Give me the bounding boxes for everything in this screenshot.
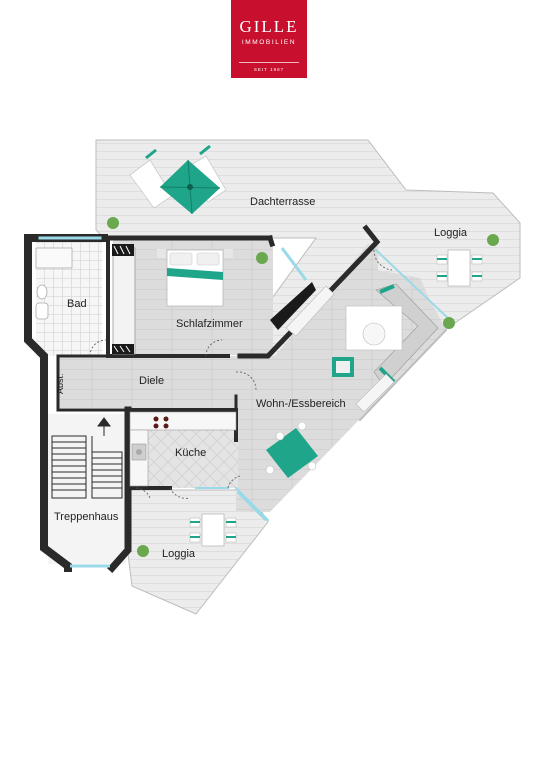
label-kueche: Küche: [175, 447, 206, 459]
label-schlafzimmer: Schlafzimmer: [176, 318, 243, 330]
logo-subtitle: IMMOBILIEN: [241, 39, 297, 46]
loggia-s-table: [189, 513, 237, 547]
label-wohn: Wohn-/Essbereich: [256, 398, 346, 410]
bathroom-fixtures: [35, 247, 73, 320]
logo-divider: [239, 62, 299, 63]
parasol-icon: [159, 159, 221, 215]
label-bad: Bad: [67, 298, 87, 310]
wardrobe: [112, 244, 136, 355]
label-diele: Diele: [139, 375, 164, 387]
dining-table: [265, 421, 318, 478]
room-labels: Dachterrasse Loggia Bad Schlafzimmer Abs…: [54, 196, 468, 560]
built-in-shelf: [270, 282, 335, 337]
kitchen-counter: [129, 411, 237, 487]
logo-name: GILLE: [239, 17, 299, 36]
loggia-ne-table: [436, 249, 483, 287]
staircase: [51, 417, 123, 499]
plant-icons: [107, 217, 499, 557]
sideboard: [355, 373, 395, 413]
label-loggia-ne: Loggia: [434, 227, 468, 239]
label-abst: Abst.: [55, 373, 65, 394]
bed: [157, 249, 233, 307]
door-swings: [89, 249, 393, 499]
label-treppenhaus: Treppenhaus: [54, 511, 119, 523]
windows: [70, 247, 308, 568]
label-dachterrasse: Dachterrasse: [250, 196, 315, 208]
label-loggia-s: Loggia: [162, 548, 196, 560]
logo-established: SEIT 1987: [253, 67, 285, 72]
gille-logo: GILLE IMMOBILIEN SEIT 1987: [231, 0, 307, 78]
